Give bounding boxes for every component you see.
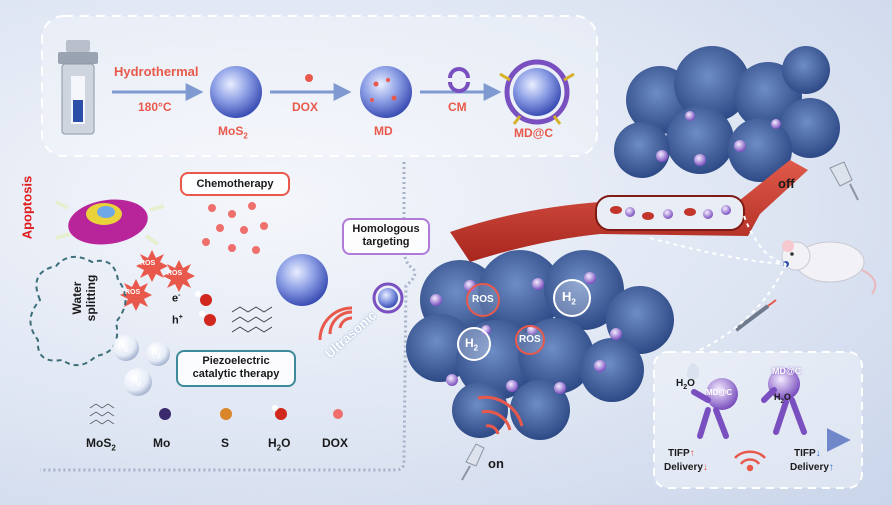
chemotherapy-box: Chemotherapy bbox=[180, 172, 290, 196]
mos2-label: MoS2 bbox=[218, 124, 248, 141]
cm-membrane-icon bbox=[448, 67, 470, 93]
h2-label-3: H2 bbox=[131, 375, 141, 388]
autoclave-icon bbox=[58, 40, 98, 135]
cm-label: CM bbox=[448, 100, 467, 114]
inset-h2o-right: H2O bbox=[774, 392, 791, 405]
ros-label-1: ROS bbox=[140, 260, 156, 267]
md-label: MD bbox=[374, 124, 393, 138]
water-molecule-icons bbox=[195, 291, 216, 326]
water-splitting-cloud bbox=[29, 255, 127, 367]
ros-label-3: ROS bbox=[125, 289, 141, 296]
hole-label: h+ bbox=[172, 314, 183, 327]
ultrasonic-wave-icon bbox=[318, 306, 353, 341]
tumor-h2-label-1: H2 bbox=[562, 289, 576, 307]
ultrasound-probe-bottom-icon bbox=[461, 443, 485, 481]
off-label: off bbox=[778, 176, 795, 191]
legend-dox: DOX bbox=[322, 436, 349, 450]
inset-tifp-right: TIFP↓ bbox=[794, 448, 821, 459]
legend-icons bbox=[89, 403, 343, 425]
mos2-nanoparticle bbox=[210, 66, 262, 118]
md-nanoparticle bbox=[360, 66, 412, 118]
tumor-bottom bbox=[406, 250, 674, 440]
ros-burst-icon bbox=[120, 250, 195, 311]
synthesis-panel-border bbox=[41, 15, 598, 157]
mouse-icon bbox=[781, 240, 877, 295]
dox-dot-icon bbox=[305, 74, 313, 82]
mos2-sheet-icon bbox=[231, 306, 273, 333]
mechanism-nanoparticle bbox=[276, 254, 328, 306]
tumor-top-nanoparticles bbox=[656, 111, 781, 166]
inset-delivery-left: Delivery↓ bbox=[664, 462, 708, 473]
inset-mdc-right: MD@C bbox=[772, 366, 802, 376]
ros-label-2: ROS bbox=[167, 270, 183, 277]
tumor-top bbox=[614, 46, 840, 182]
tumor-bottom-nanoparticles bbox=[430, 272, 622, 394]
apoptotic-cell-icon bbox=[55, 199, 165, 246]
ultrasound-probe-top-icon bbox=[829, 161, 859, 201]
legend-s: S bbox=[221, 436, 230, 450]
inset-panel-border bbox=[653, 351, 863, 489]
syringe-icon bbox=[734, 299, 777, 332]
mdc-label: MD@C bbox=[514, 126, 554, 140]
electron-label: e- bbox=[172, 292, 181, 305]
inset-tifp-left: TIFP↑ bbox=[668, 448, 695, 459]
tumor-h2-bubbles bbox=[457, 279, 591, 361]
h2-label-1: H2 bbox=[118, 341, 128, 354]
tumor-h2-label-2: H2 bbox=[465, 336, 479, 353]
inset-h2o-left: H2O bbox=[676, 378, 695, 391]
legend-mos2: MoS2 bbox=[86, 436, 116, 453]
temperature-label: 180°C bbox=[138, 100, 172, 114]
inset-delivery-right: Delivery↑ bbox=[790, 462, 834, 473]
h2-bubbles bbox=[113, 335, 170, 396]
legend-h2o: H2O bbox=[268, 436, 291, 453]
legend-mo: Mo bbox=[153, 436, 171, 450]
dox-release-dots bbox=[202, 202, 268, 254]
section-divider bbox=[40, 162, 417, 472]
mdc-small-icon bbox=[372, 282, 404, 314]
inset-figure-left bbox=[686, 363, 738, 439]
dox-label: DOX bbox=[292, 100, 319, 114]
tumor-ros-label-1: ROS bbox=[472, 294, 494, 305]
h2-label-2: H2 bbox=[151, 347, 161, 360]
wifi-signal-icon bbox=[734, 450, 766, 472]
inset-figure-right bbox=[761, 368, 807, 435]
tumor-ros-rings bbox=[466, 283, 545, 355]
blood-vessel bbox=[450, 160, 808, 262]
ultrasonic-wave-bottom-icon bbox=[477, 395, 524, 435]
apoptosis-label: Apoptosis bbox=[19, 175, 35, 240]
connector-lines bbox=[649, 215, 787, 351]
inset-mdc-left: MD@C bbox=[706, 388, 733, 397]
tumor-ros-label-2: ROS bbox=[519, 334, 541, 345]
on-label: on bbox=[488, 456, 504, 471]
hydrothermal-label: Hydrothermal bbox=[114, 64, 199, 79]
mdc-nanoparticle bbox=[499, 59, 575, 125]
